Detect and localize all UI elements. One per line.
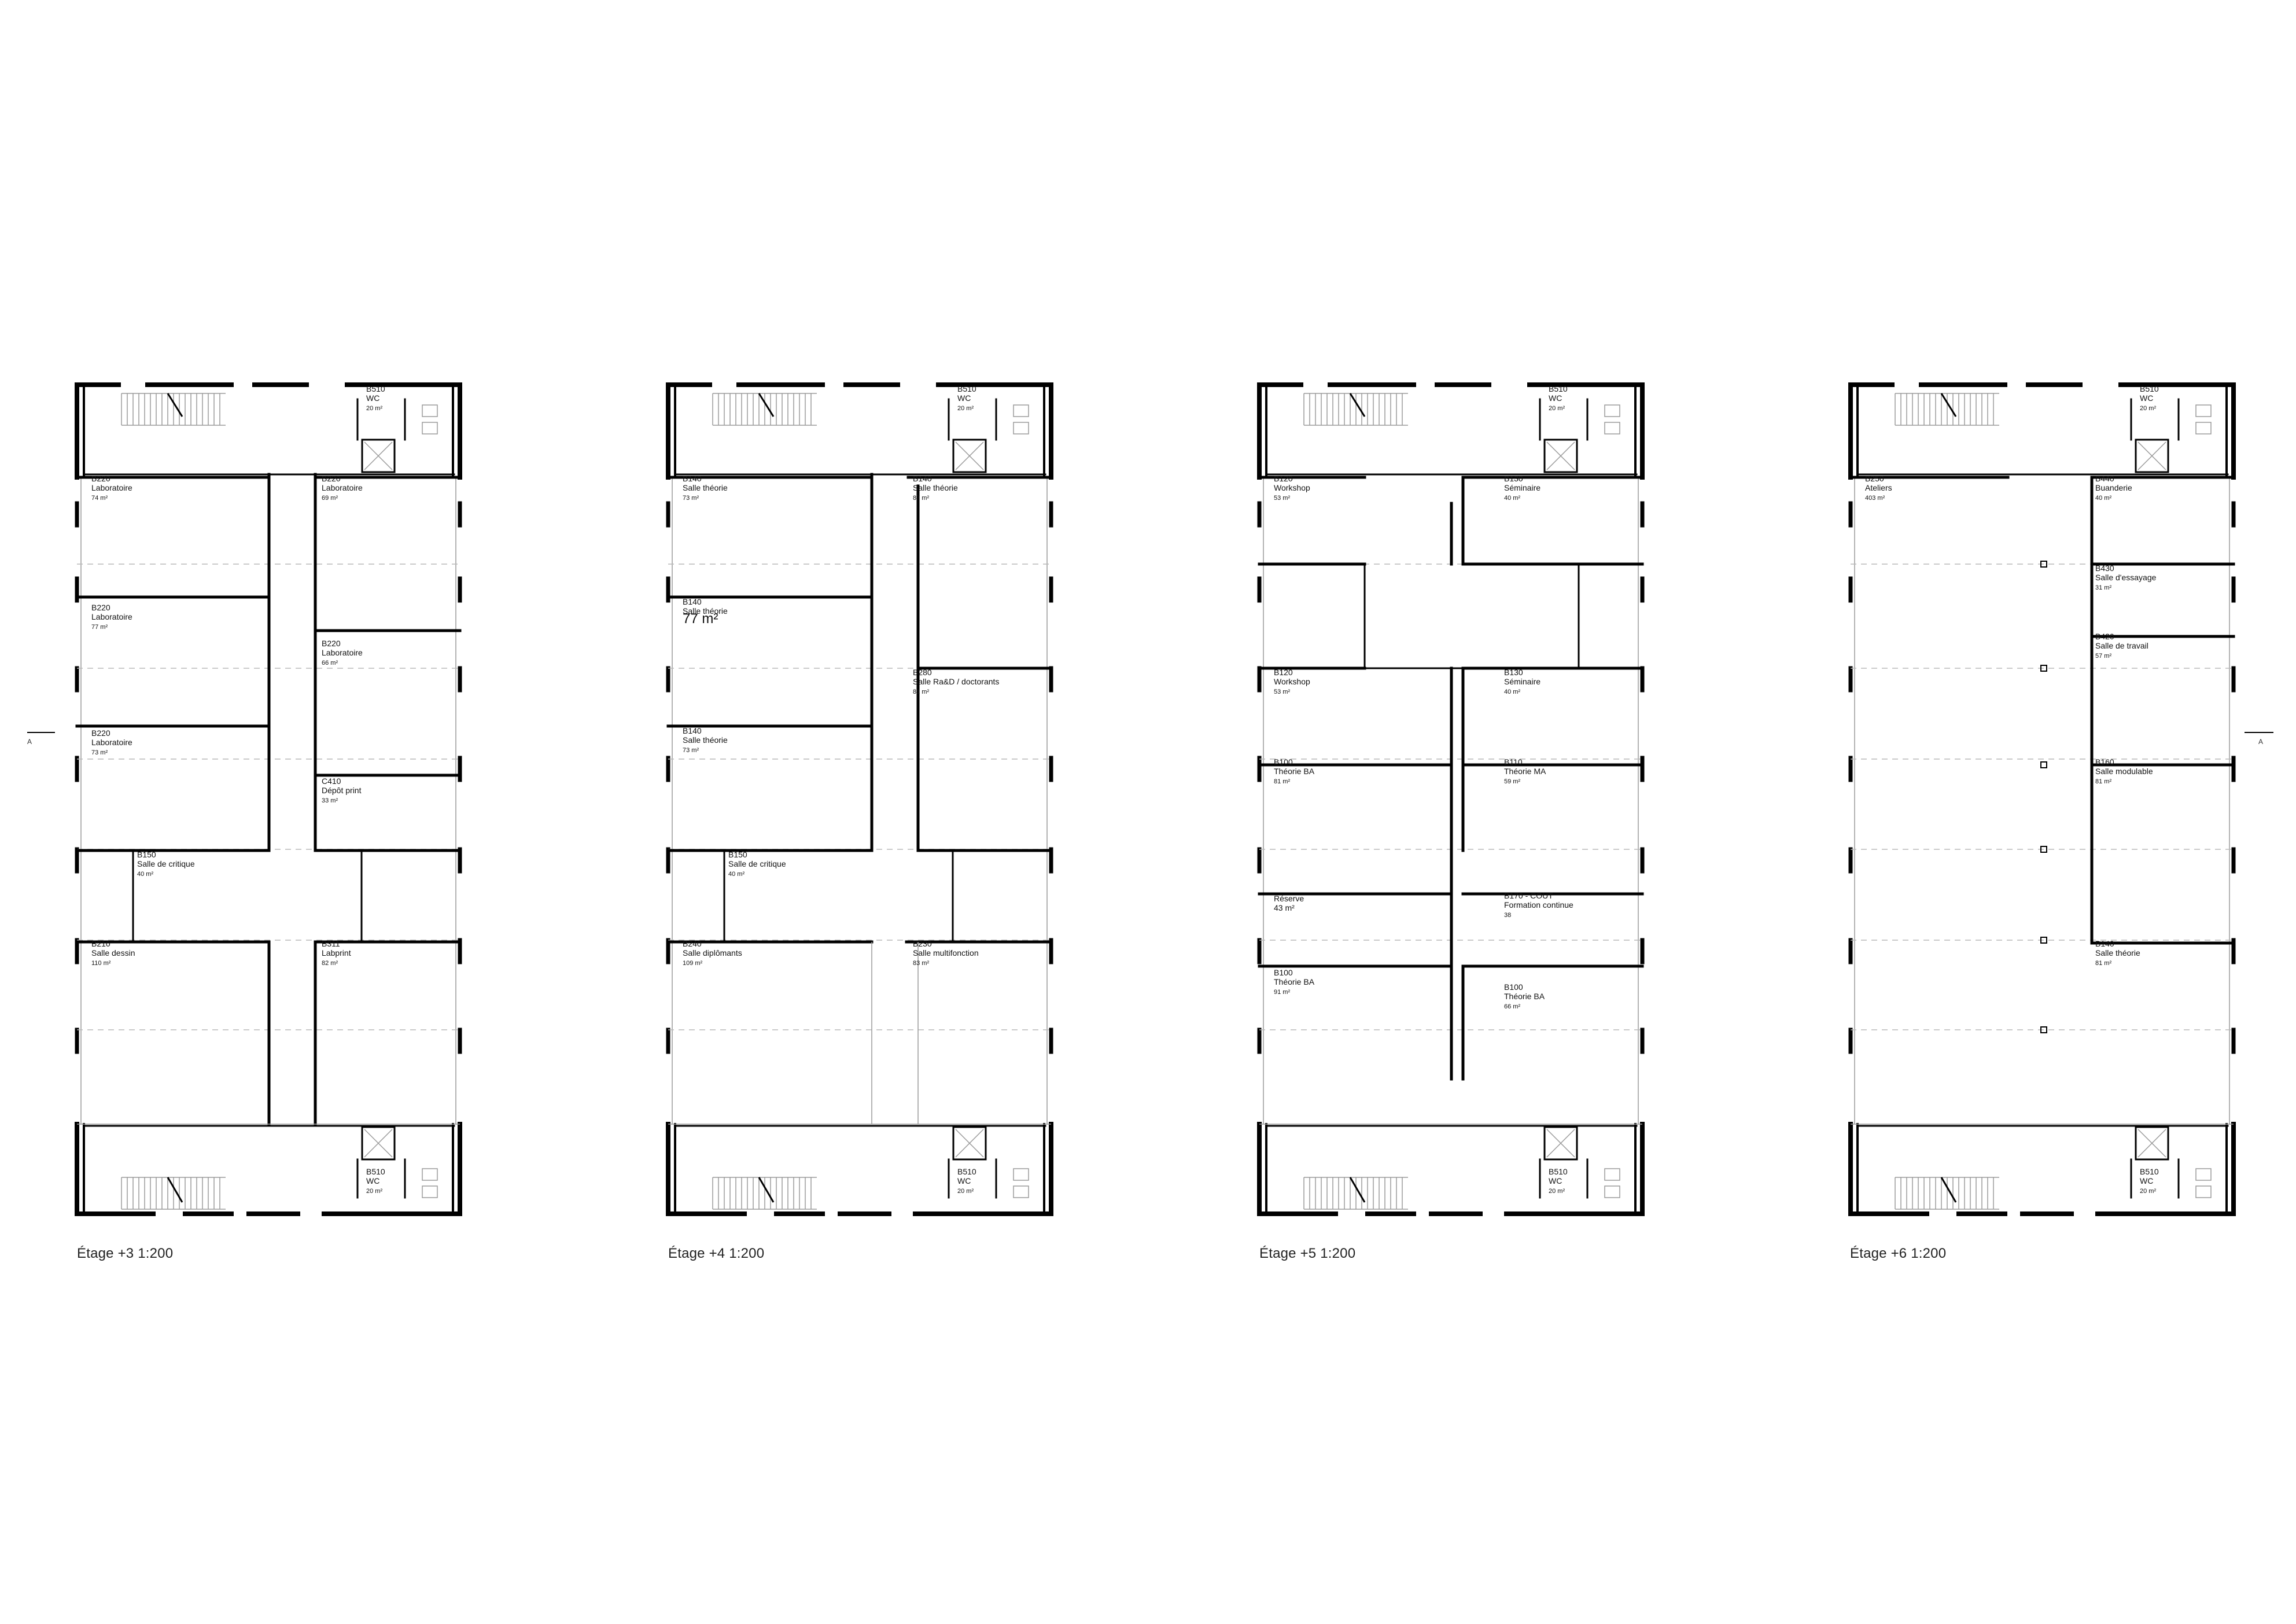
plan-caption-floor-3: Étage +3 1:200 xyxy=(77,1246,174,1261)
plan-caption-floor-5: Étage +5 1:200 xyxy=(1259,1246,1356,1261)
plan-caption-floor-4: Étage +4 1:200 xyxy=(668,1246,765,1261)
section-marker-left: A xyxy=(27,738,32,746)
section-marker-right: A xyxy=(2258,738,2264,746)
plan-caption-floor-6: Étage +6 1:200 xyxy=(1850,1246,1947,1261)
